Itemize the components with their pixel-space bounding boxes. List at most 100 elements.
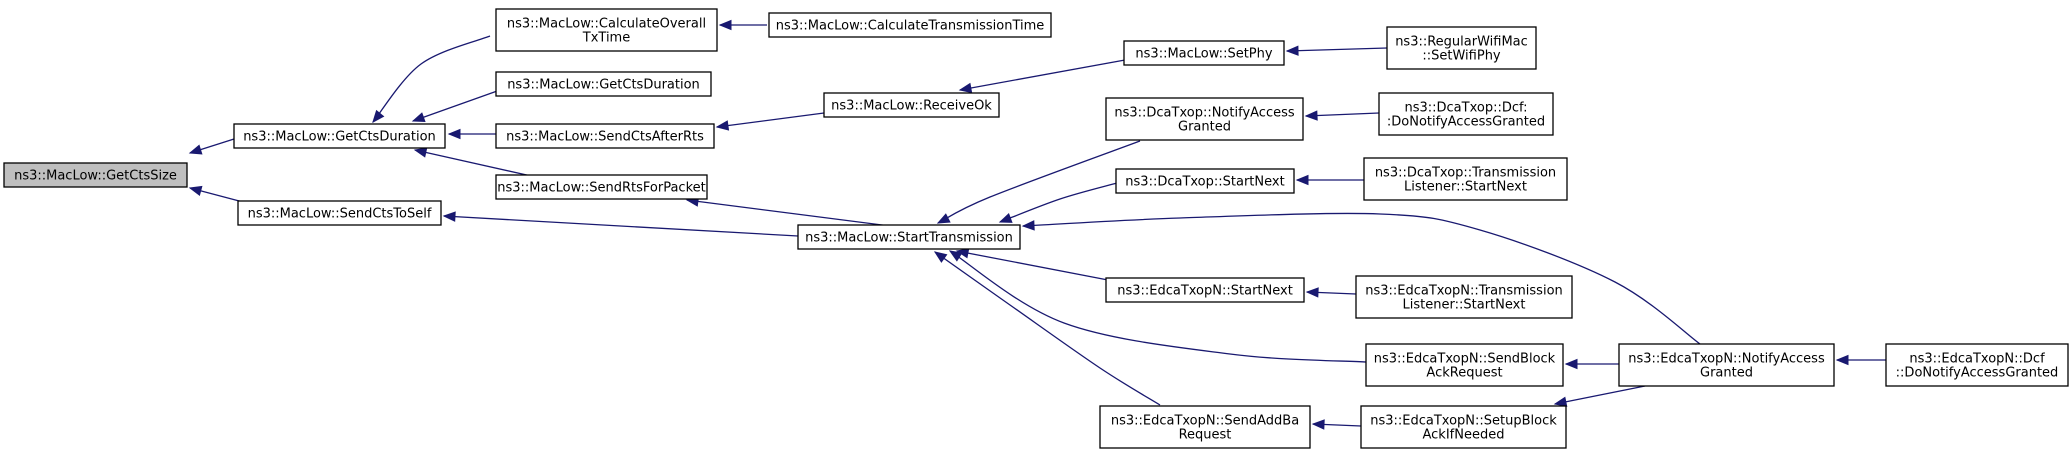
node-box bbox=[768, 12, 1052, 38]
node-box bbox=[495, 71, 712, 97]
node-getctssize[interactable]: ns3::MacLow::GetCtsSize bbox=[3, 162, 188, 188]
arrowhead bbox=[933, 251, 948, 263]
node-sendctsafterrts[interactable]: ns3::MacLow::SendCtsAfterRts bbox=[495, 123, 715, 149]
arrowhead bbox=[188, 144, 203, 155]
edge-line bbox=[949, 250, 1367, 363]
node-label: AckIfNeeded bbox=[1423, 428, 1505, 443]
node-dcatranslistener[interactable]: ns3::DcaTxop::TransmissionListener::Star… bbox=[1363, 157, 1568, 201]
node-box bbox=[1105, 97, 1304, 141]
edge-getctsduration_main-to-getctssize bbox=[188, 138, 235, 155]
node-label: ns3::EdcaTxopN::SetupBlock bbox=[1370, 414, 1557, 429]
node-label: ns3::RegularWifiMac bbox=[1395, 35, 1528, 50]
node-label: :DoNotifyAccessGranted bbox=[1387, 115, 1545, 130]
node-box bbox=[1365, 343, 1564, 387]
arrowhead bbox=[1021, 220, 1035, 231]
arrowhead bbox=[1305, 287, 1319, 298]
arrowhead bbox=[955, 248, 970, 259]
edge-line bbox=[412, 89, 501, 122]
arrowhead bbox=[188, 185, 203, 197]
arrowhead bbox=[958, 82, 973, 94]
node-label: ns3::DcaTxop::Dcf: bbox=[1404, 101, 1527, 116]
node-box bbox=[797, 224, 1021, 250]
node-edcastartnext[interactable]: ns3::EdcaTxopN::StartNext bbox=[1105, 277, 1305, 303]
node-regularsetwifiphy[interactable]: ns3::RegularWifiMac::SetWifiPhy bbox=[1386, 26, 1537, 70]
node-box bbox=[3, 162, 188, 188]
edge-line bbox=[1305, 112, 1380, 117]
node-box bbox=[1386, 26, 1537, 70]
arrowhead bbox=[718, 19, 732, 31]
arrowhead bbox=[442, 211, 456, 222]
node-getctsduration2[interactable]: ns3::MacLow::GetCtsDuration bbox=[495, 71, 712, 97]
node-label: ::DoNotifyAccessGranted bbox=[1896, 366, 2059, 381]
node-label: ns3::EdcaTxopN::SendAddBa bbox=[1111, 414, 1299, 429]
edge-sendrtsforpacket-to-getctsduration_main bbox=[413, 147, 541, 179]
node-label: ns3::EdcaTxopN::Transmission bbox=[1365, 284, 1563, 299]
edge-edcanotify-to-starttransmission bbox=[1021, 212, 1701, 345]
edge-starttransmission-to-sendctstoself bbox=[442, 211, 799, 237]
node-label: ns3::MacLow::CalculateTransmissionTime bbox=[776, 19, 1045, 34]
edge-line bbox=[372, 35, 491, 123]
node-label: ns3::MacLow::StartTransmission bbox=[805, 231, 1013, 246]
edge-line bbox=[934, 251, 1161, 406]
node-receiveok[interactable]: ns3::MacLow::ReceiveOk bbox=[823, 92, 1000, 118]
node-dcadcf[interactable]: ns3::DcaTxop::Dcf::DoNotifyAccessGranted bbox=[1378, 92, 1554, 136]
node-label: Listener::StartNext bbox=[1403, 298, 1526, 313]
arrowhead bbox=[715, 120, 730, 131]
edge-receiveok-to-sendctsafterrts bbox=[715, 112, 825, 131]
edge-line bbox=[937, 140, 1141, 224]
node-edcadcf[interactable]: ns3::EdcaTxopN::Dcf::DoNotifyAccessGrant… bbox=[1885, 343, 2069, 387]
arrowhead bbox=[411, 112, 426, 123]
edge-setphy-to-receiveok bbox=[958, 59, 1126, 94]
node-edcanotify[interactable]: ns3::EdcaTxopN::NotifyAccessGranted bbox=[1618, 343, 1835, 387]
node-setphy[interactable]: ns3::MacLow::SetPhy bbox=[1123, 40, 1285, 66]
node-getctsduration_main[interactable]: ns3::MacLow::GetCtsDuration bbox=[233, 123, 446, 149]
node-label: ns3::MacLow::GetCtsDuration bbox=[243, 130, 436, 145]
edge-dcastartnext-to-starttransmission bbox=[998, 182, 1118, 223]
node-label: ns3::EdcaTxopN::Dcf bbox=[1909, 352, 2045, 367]
node-box bbox=[1378, 92, 1554, 136]
edges-layer bbox=[188, 19, 1886, 430]
edge-calcoverall-to-getctsduration_main bbox=[372, 35, 491, 124]
node-label: ns3::MacLow::GetCtsDuration bbox=[507, 78, 700, 93]
edge-edcasetupblockack-to-edcasendaddba bbox=[1311, 419, 1362, 430]
node-label: ns3::MacLow::CalculateOverall bbox=[507, 17, 706, 32]
edge-dcanotify-to-starttransmission bbox=[936, 140, 1141, 224]
arrowhead bbox=[1835, 354, 1849, 366]
node-box bbox=[1115, 168, 1295, 194]
arrowhead bbox=[1311, 419, 1325, 430]
edge-line bbox=[956, 250, 1109, 281]
node-dcastartnext[interactable]: ns3::DcaTxop::StartNext bbox=[1115, 168, 1295, 194]
arrowhead bbox=[447, 128, 461, 140]
edge-line bbox=[1286, 47, 1388, 52]
edge-line bbox=[716, 112, 825, 128]
node-box bbox=[1360, 405, 1567, 449]
arrowhead bbox=[948, 250, 963, 262]
arrowhead bbox=[936, 213, 951, 224]
node-dcanotify[interactable]: ns3::DcaTxop::NotifyAccessGranted bbox=[1105, 97, 1304, 141]
node-edcatranslistener[interactable]: ns3::EdcaTxopN::TransmissionListener::St… bbox=[1355, 275, 1573, 319]
node-box bbox=[495, 174, 708, 200]
node-label: ns3::MacLow::SendRtsForPacket bbox=[497, 181, 706, 196]
edge-edcasendblockack-to-starttransmission bbox=[948, 250, 1367, 363]
node-label: Granted bbox=[1700, 366, 1753, 381]
node-label: ns3::MacLow::ReceiveOk bbox=[831, 99, 992, 114]
node-label: ns3::MacLow::SendCtsToSelf bbox=[248, 207, 432, 222]
node-label: ::SetWifiPhy bbox=[1422, 49, 1501, 64]
node-sendctstoself[interactable]: ns3::MacLow::SendCtsToSelf bbox=[237, 200, 442, 226]
edge-dcadcf-to-dcanotify bbox=[1304, 110, 1380, 121]
edge-line bbox=[443, 215, 799, 237]
arrowhead bbox=[998, 213, 1013, 223]
node-starttransmission[interactable]: ns3::MacLow::StartTransmission bbox=[797, 224, 1021, 250]
node-calctx[interactable]: ns3::MacLow::CalculateTransmissionTime bbox=[768, 12, 1052, 38]
edge-dcatranslistener-to-dcastartnext bbox=[1295, 174, 1364, 186]
node-box bbox=[1618, 343, 1835, 387]
arrowhead bbox=[1295, 174, 1309, 186]
edge-sendctsafterrts-to-getctsduration_main bbox=[447, 128, 496, 140]
arrowhead bbox=[1304, 110, 1318, 121]
node-sendrtsforpacket[interactable]: ns3::MacLow::SendRtsForPacket bbox=[495, 174, 708, 200]
node-label: ns3::DcaTxop::StartNext bbox=[1125, 175, 1284, 190]
